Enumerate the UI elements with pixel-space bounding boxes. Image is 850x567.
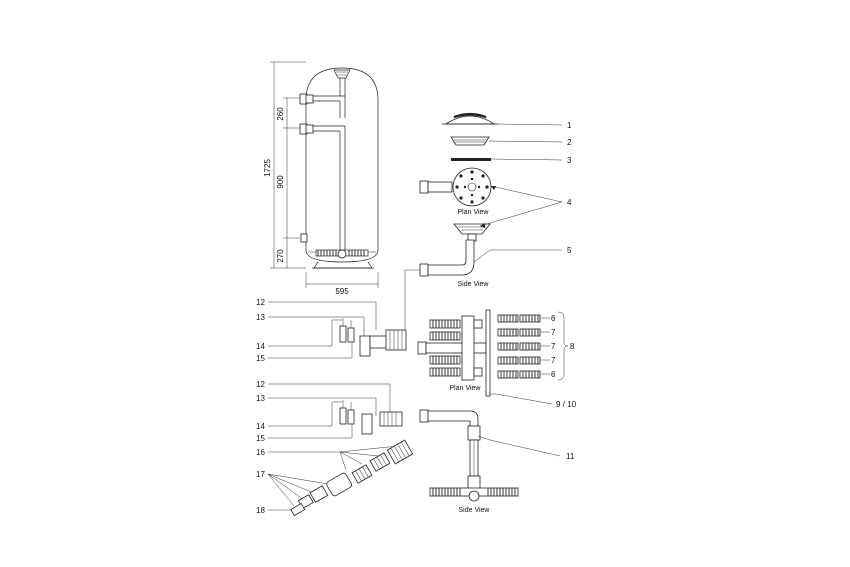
part-top-distributor-side bbox=[453, 223, 491, 242]
bottom-lateral-side bbox=[419, 409, 561, 502]
bottom-lateral-plan bbox=[417, 315, 487, 381]
dim-seg-top: 260 bbox=[276, 107, 285, 121]
part-top-distributor-plan bbox=[419, 167, 492, 207]
callout-15a: 15 bbox=[256, 354, 265, 363]
callout-8: 8 bbox=[570, 342, 575, 351]
callout-12a: 12 bbox=[256, 298, 265, 307]
callout-9-10: 9 / 10 bbox=[556, 400, 577, 409]
callout-2: 2 bbox=[567, 138, 572, 147]
caption-side-view-top: Side View bbox=[457, 281, 489, 288]
callout-12b: 12 bbox=[256, 380, 265, 389]
callout-6b: 6 bbox=[551, 370, 556, 379]
callout-13a: 13 bbox=[256, 313, 265, 322]
callout-16: 16 bbox=[256, 448, 265, 457]
callout-3: 3 bbox=[567, 156, 572, 165]
callout-4: 4 bbox=[567, 198, 572, 207]
valve-group-lower bbox=[268, 383, 403, 439]
callout-7b: 7 bbox=[551, 342, 556, 351]
part-dome-cap bbox=[442, 112, 498, 125]
part-gasket bbox=[451, 158, 491, 161]
callout-15b: 15 bbox=[256, 434, 265, 443]
caption-plan-view-bottom: Plan View bbox=[449, 385, 481, 392]
callout-6a: 6 bbox=[551, 314, 556, 323]
callout-7c: 7 bbox=[551, 356, 556, 365]
callout-14b: 14 bbox=[256, 422, 265, 431]
dim-seg-bottom: 270 bbox=[276, 249, 285, 263]
dim-seg-mid: 900 bbox=[276, 175, 285, 189]
callout-5: 5 bbox=[567, 246, 572, 255]
callout-17: 17 bbox=[256, 470, 265, 479]
fittings-group bbox=[267, 439, 414, 517]
caption-side-view-bottom: Side View bbox=[458, 507, 490, 514]
callout-1: 1 bbox=[567, 121, 572, 130]
filter-tank bbox=[299, 67, 379, 269]
lateral-parts bbox=[485, 309, 569, 405]
part-strainer-ring bbox=[450, 136, 490, 146]
valve-group-upper bbox=[268, 301, 407, 359]
callout-13b: 13 bbox=[256, 394, 265, 403]
part-elbow-pipe bbox=[419, 239, 475, 277]
leader-lines-top bbox=[404, 123, 563, 340]
callout-11: 11 bbox=[566, 452, 575, 461]
dim-width: 595 bbox=[335, 287, 349, 296]
dim-height-total: 1725 bbox=[263, 159, 272, 177]
caption-plan-view-top: Plan View bbox=[457, 209, 489, 216]
callout-7a: 7 bbox=[551, 328, 556, 337]
callout-18: 18 bbox=[256, 506, 265, 515]
callout-14a: 14 bbox=[256, 342, 265, 351]
tank-dimensions bbox=[270, 61, 379, 288]
